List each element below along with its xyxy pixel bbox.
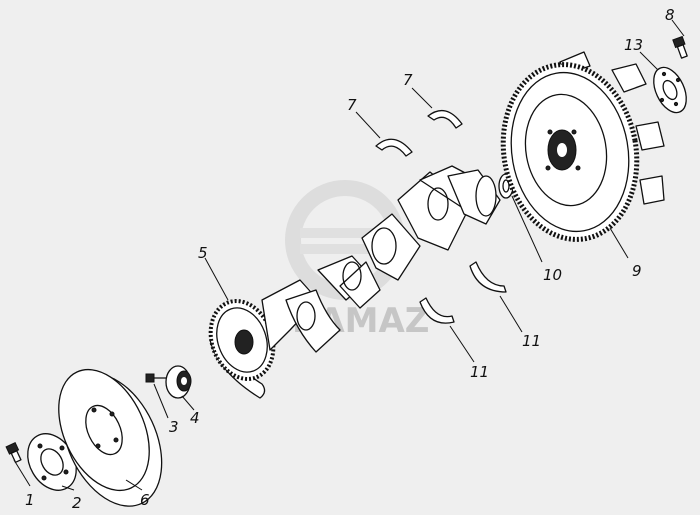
callout-3: 3 [169, 418, 179, 436]
part-9-flywheel [500, 51, 665, 242]
part-11-thrust-washer-lower [419, 261, 507, 324]
part-1-bolt [5, 441, 22, 463]
leader-11b [449, 325, 475, 363]
leader-5 [204, 257, 229, 301]
callout-6: 6 [140, 491, 150, 509]
part-8-bolt [672, 35, 688, 59]
crankshaft [261, 165, 501, 353]
leader-9 [609, 227, 629, 259]
callout-7a: 7 [347, 96, 357, 114]
part-13-washer-plate [653, 66, 687, 114]
callout-9: 9 [632, 262, 642, 280]
part-6-damper-pulley [58, 368, 163, 507]
leader-7b [411, 87, 433, 109]
leader-6 [125, 479, 143, 491]
leader-11a [499, 295, 523, 333]
callout-7b: 7 [403, 71, 413, 89]
callout-5: 5 [198, 244, 208, 262]
leader-7a [355, 111, 381, 139]
callout-1: 1 [25, 491, 35, 509]
callout-10: 10 [543, 266, 562, 284]
leader-10 [511, 195, 543, 263]
leader-1 [13, 459, 31, 487]
leader-4 [181, 395, 195, 411]
callout-11b: 11 [470, 363, 489, 381]
callout-13: 13 [624, 36, 643, 54]
leader-2 [61, 485, 75, 491]
leader-8 [671, 19, 685, 37]
callout-2: 2 [72, 494, 82, 512]
leader-13 [639, 51, 659, 71]
part-4-hub [165, 365, 192, 399]
part-7-thrust-washer-upper [375, 109, 463, 157]
callout-8: 8 [665, 6, 675, 24]
callout-11a: 11 [522, 332, 541, 350]
callout-4: 4 [190, 409, 200, 427]
part-3-bolt [145, 373, 167, 383]
leader-3 [153, 383, 169, 419]
